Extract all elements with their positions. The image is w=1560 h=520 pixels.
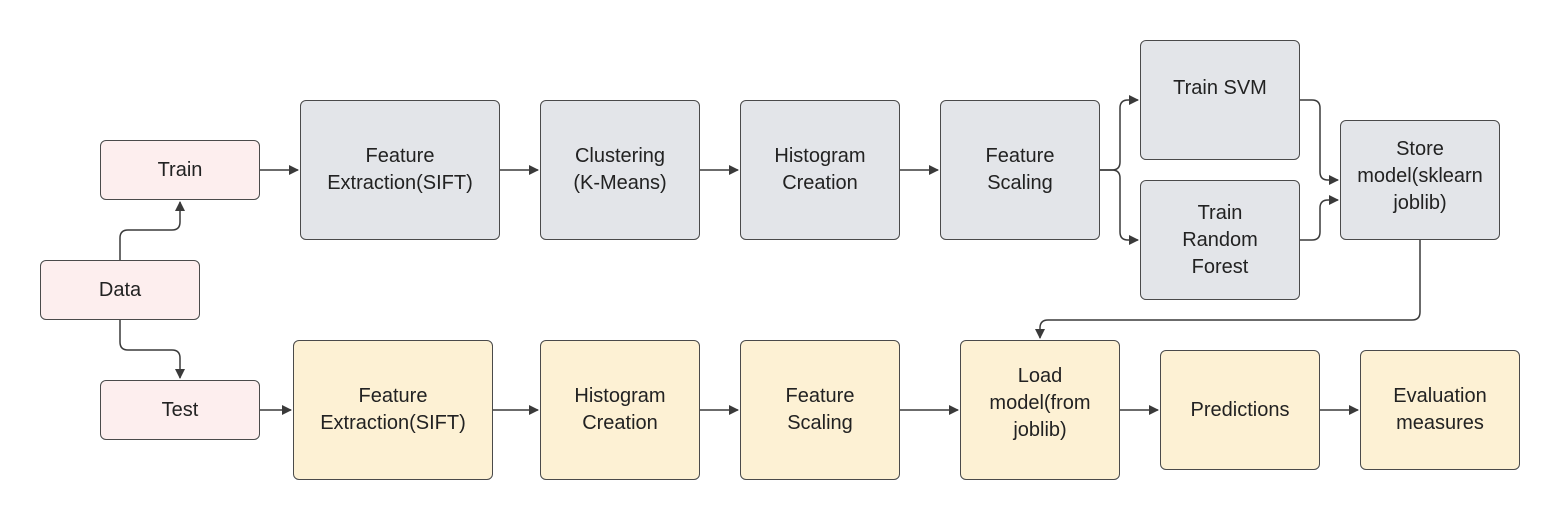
node-histogram-test: Histogram Creation — [540, 340, 700, 480]
arrow-scaling-to-train-svm — [1100, 95, 1139, 171]
node-data-label: Data — [98, 278, 142, 301]
node-scaling-test: Feature Scaling — [740, 340, 900, 480]
node-clustering: Clustering (K-Means) — [540, 100, 700, 240]
node-feature-extraction-train: Feature Extraction(SIFT) — [300, 100, 500, 240]
arrow-scaling-to-train-rf — [1100, 169, 1139, 245]
node-evaluation-measures: Evaluation measures — [1360, 350, 1520, 470]
node-scaling-test-label: Feature Scaling — [785, 385, 855, 434]
node-histogram-train-label: Histogram Creation — [774, 145, 866, 194]
node-evaluation-measures-label: Evaluation measures — [1393, 385, 1487, 434]
node-load-model-label: Load model(from joblib) — [989, 364, 1091, 441]
node-feature-extraction-train-label: Feature Extraction(SIFT) — [327, 145, 473, 194]
node-store-model: Store model(sklearn joblib) — [1340, 120, 1500, 240]
node-test-label: Test — [161, 398, 199, 421]
node-scaling-train: Feature Scaling — [940, 100, 1100, 240]
node-predictions: Predictions — [1160, 350, 1320, 470]
arrow-data-to-train — [119, 201, 185, 260]
node-feature-extraction-test-label: Feature Extraction(SIFT) — [320, 385, 466, 434]
node-feature-extraction-test: Feature Extraction(SIFT) — [293, 340, 493, 480]
node-train-random-forest-label: Train Random Forest — [1182, 201, 1258, 278]
node-load-model: Load model(from joblib) — [960, 340, 1120, 480]
node-train: Train — [100, 140, 260, 200]
node-histogram-train: Histogram Creation — [740, 100, 900, 240]
arrow-store-to-load-model — [1035, 240, 1421, 339]
node-data: Data — [40, 260, 200, 320]
node-predictions-label: Predictions — [1190, 398, 1290, 421]
node-train-random-forest: Train Random Forest — [1140, 180, 1300, 300]
node-train-svm: Train SVM — [1140, 40, 1300, 160]
node-scaling-train-label: Feature Scaling — [985, 145, 1055, 194]
node-clustering-label: Clustering (K-Means) — [573, 145, 667, 194]
node-store-model-label: Store model(sklearn joblib) — [1357, 137, 1483, 214]
node-train-svm-label: Train SVM — [1173, 76, 1267, 99]
arrow-train-rf-to-store — [1300, 195, 1339, 241]
node-histogram-test-label: Histogram Creation — [574, 385, 666, 434]
arrow-train-svm-to-store — [1300, 99, 1339, 185]
arrow-data-to-test — [119, 320, 185, 379]
node-train-label: Train — [157, 158, 203, 181]
node-test: Test — [100, 380, 260, 440]
